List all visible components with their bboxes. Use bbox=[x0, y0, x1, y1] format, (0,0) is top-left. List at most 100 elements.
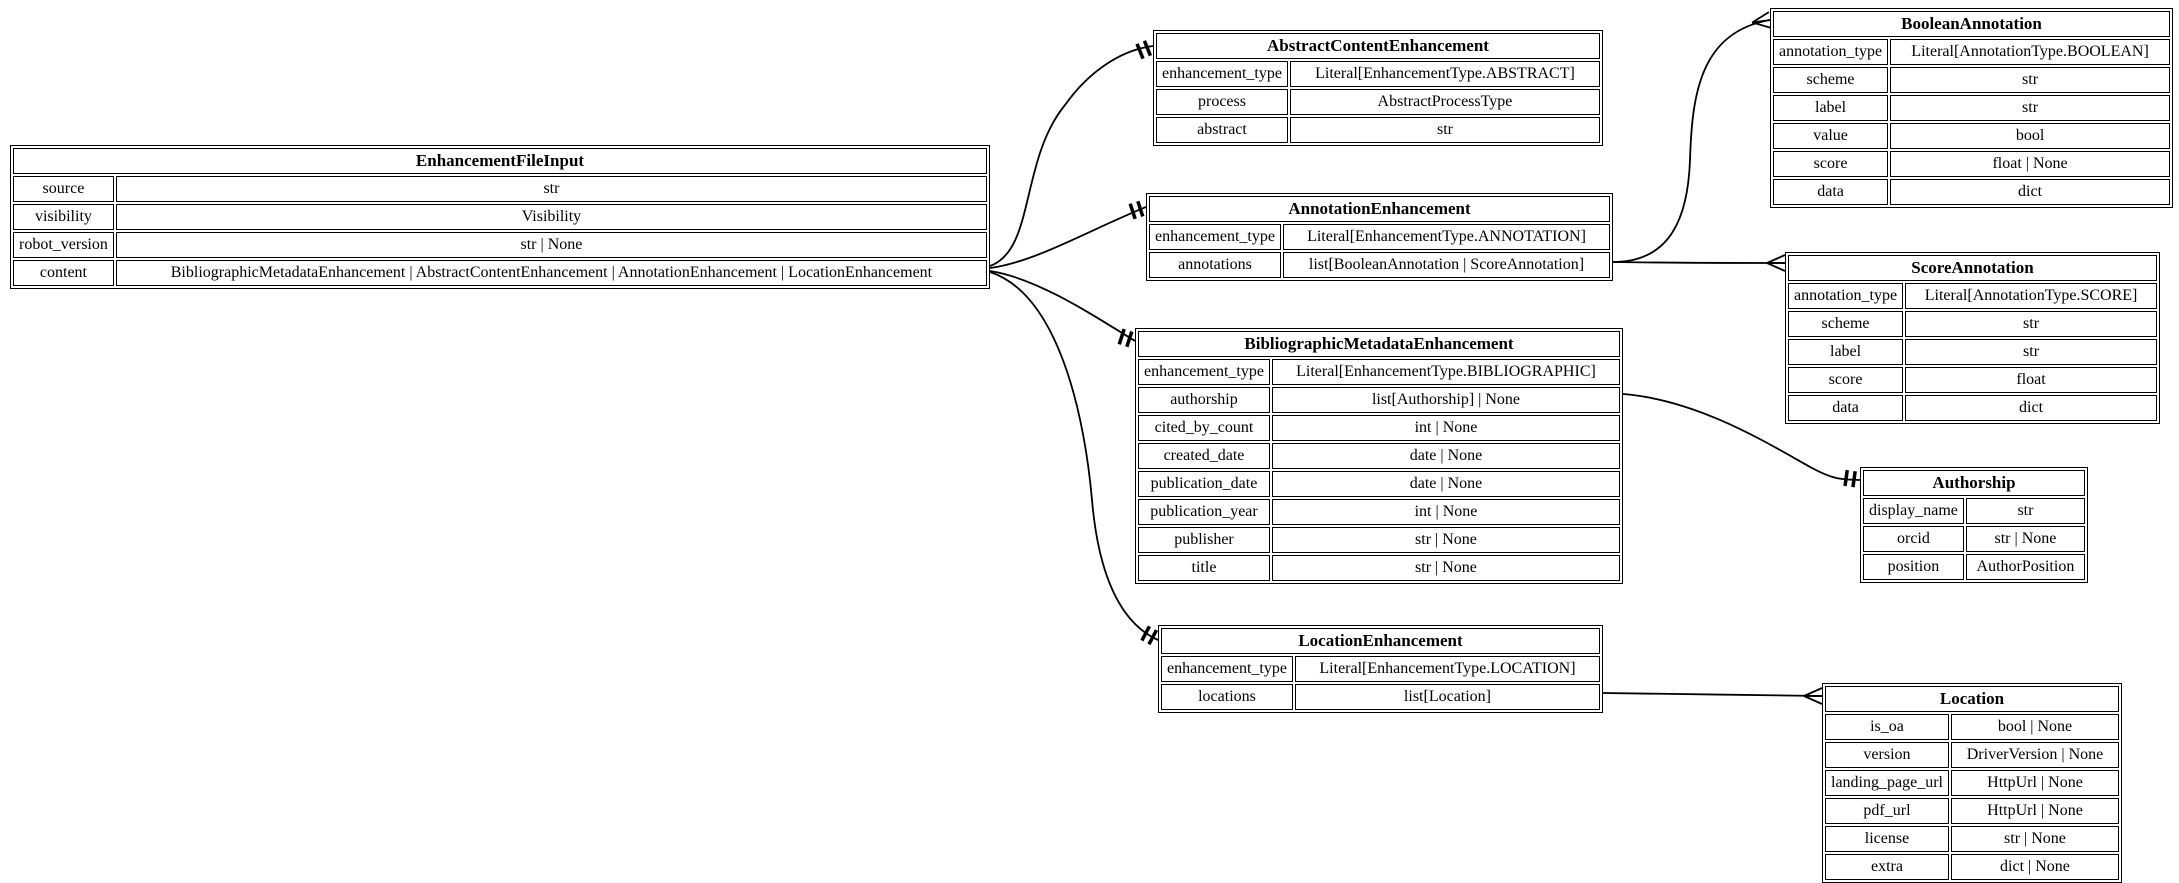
field-type: Literal[EnhancementType.LOCATION] bbox=[1294, 656, 1600, 682]
field-name: cited_by_count bbox=[1138, 415, 1270, 441]
field-type: BibliographicMetadataEnhancement | Abstr… bbox=[115, 260, 987, 286]
field-type: dict bbox=[1890, 179, 2170, 205]
field-name: locations bbox=[1161, 684, 1293, 710]
field-name: process bbox=[1156, 89, 1288, 115]
field-name: enhancement_type bbox=[1149, 224, 1281, 250]
relationship-edge bbox=[989, 206, 1147, 269]
entity-title: Location bbox=[1825, 686, 2119, 712]
field-type: str bbox=[115, 176, 987, 202]
field-name: enhancement_type bbox=[1156, 61, 1288, 87]
crow-foot-line bbox=[1803, 695, 1823, 705]
one-bar bbox=[1135, 43, 1145, 60]
cardinality-one-marker bbox=[1128, 200, 1145, 220]
field-type: str bbox=[1905, 311, 2157, 337]
cardinality-one-marker bbox=[1135, 40, 1153, 60]
crow-foot-line bbox=[1751, 11, 1770, 24]
crow-foot-many-marker bbox=[1803, 687, 1823, 705]
field-type: float bbox=[1905, 367, 2157, 393]
entity-title: EnhancementFileInput bbox=[13, 148, 987, 174]
field-type: dict bbox=[1905, 395, 2157, 421]
field-name: orcid bbox=[1863, 526, 1964, 552]
field-name: display_name bbox=[1863, 498, 1964, 524]
field-name: position bbox=[1863, 554, 1964, 580]
field-type: Literal[EnhancementType.ANNOTATION] bbox=[1282, 224, 1610, 250]
cardinality-one-marker bbox=[1117, 328, 1134, 348]
relationship-edge bbox=[989, 45, 1154, 267]
field-name: enhancement_type bbox=[1138, 359, 1270, 385]
entity-title: LocationEnhancement bbox=[1161, 628, 1600, 654]
crow-foot-line bbox=[1751, 21, 1772, 29]
one-bar bbox=[1125, 330, 1134, 348]
field-type: HttpUrl | None bbox=[1950, 770, 2119, 796]
field-name: extra bbox=[1825, 854, 1949, 880]
field-name: score bbox=[1788, 367, 1904, 393]
field-name: visibility bbox=[13, 204, 114, 230]
field-name: pdf_url bbox=[1825, 798, 1949, 824]
field-type: dict | None bbox=[1950, 854, 2119, 880]
entity-title: AbstractContentEnhancement bbox=[1156, 33, 1600, 59]
field-name: annotation_type bbox=[1788, 283, 1904, 309]
field-type: float | None bbox=[1890, 151, 2170, 177]
field-name: created_date bbox=[1138, 443, 1270, 469]
one-bar bbox=[1843, 469, 1849, 487]
field-name: score bbox=[1773, 151, 1889, 177]
field-type: str bbox=[1289, 117, 1600, 143]
field-type: str | None bbox=[115, 232, 987, 258]
entity-title: AnnotationEnhancement bbox=[1149, 196, 1610, 222]
field-type: str | None bbox=[1271, 555, 1620, 581]
field-type: str bbox=[1890, 67, 2170, 93]
field-type: bool | None bbox=[1950, 714, 2119, 740]
field-name: enhancement_type bbox=[1161, 656, 1293, 682]
field-type: str bbox=[1905, 339, 2157, 365]
field-type: Literal[AnnotationType.SCORE] bbox=[1905, 283, 2157, 309]
field-name: publisher bbox=[1138, 527, 1270, 553]
entity-title: BibliographicMetadataEnhancement bbox=[1138, 331, 1620, 357]
entity-title: Authorship bbox=[1863, 470, 2085, 496]
entity-title: BooleanAnnotation bbox=[1773, 11, 2170, 37]
field-name: label bbox=[1773, 95, 1889, 121]
relationship-edge bbox=[1612, 261, 1786, 264]
field-type: int | None bbox=[1271, 415, 1620, 441]
one-bar bbox=[1140, 625, 1151, 642]
field-type: Literal[AnnotationType.BOOLEAN] bbox=[1890, 39, 2170, 65]
field-type: int | None bbox=[1271, 499, 1620, 525]
crow-foot-line bbox=[1803, 687, 1823, 697]
field-type: Literal[EnhancementType.ABSTRACT] bbox=[1289, 61, 1600, 87]
field-type: Visibility bbox=[115, 204, 987, 230]
field-name: is_oa bbox=[1825, 714, 1949, 740]
crow-foot-line bbox=[1766, 254, 1786, 264]
one-bar bbox=[1147, 629, 1159, 646]
cardinality-one-marker bbox=[1843, 469, 1857, 488]
field-type: str | None bbox=[1950, 826, 2119, 852]
relationship-edge bbox=[989, 270, 1136, 342]
